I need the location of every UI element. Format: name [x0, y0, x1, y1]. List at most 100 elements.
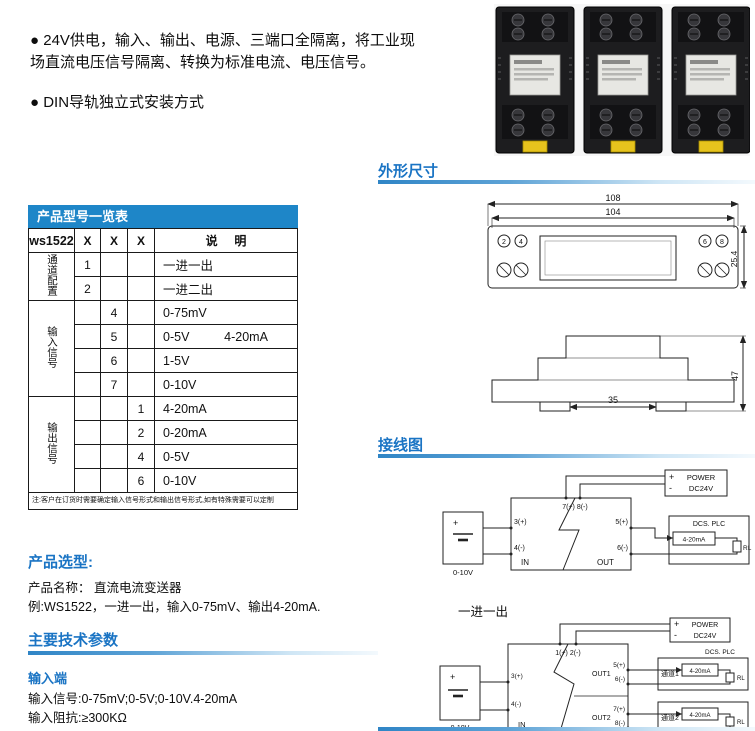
power-voltage: DC24V [689, 484, 713, 493]
signal-source-box [439, 665, 481, 721]
channel1-box [657, 657, 749, 691]
code-cell: 2 [74, 276, 101, 301]
wiring-heading: 接线图 [378, 437, 424, 454]
dcs-label: DCS. PLC [693, 521, 725, 528]
top-terminal-labels: 7(+) 8(-) [562, 504, 587, 511]
desc-header-cell: 说 明 [154, 228, 298, 253]
code-cell: 5 [100, 324, 128, 349]
isolator-box [510, 497, 632, 571]
out1-label: OUT1 [592, 671, 611, 678]
terminal-6: 6(-) [617, 545, 628, 552]
power-voltage: DC24V [694, 633, 717, 640]
rl-label: RL [743, 545, 752, 552]
empty-cell [127, 252, 155, 277]
din-module [671, 6, 750, 154]
model-header-cell: ws1522 [28, 228, 75, 253]
dim-height: 47 [730, 371, 740, 381]
wiring2-shapes [439, 617, 749, 731]
dim-top-view [487, 200, 748, 289]
isolation-barrier [553, 643, 575, 731]
model-table-title: 产品型号一览表 [28, 205, 298, 228]
diagram1-caption: 一进一出 [458, 605, 509, 619]
order-note: 注:客户在订货时需要确定输入信号形式和输出信号形式,如有特殊需要可以定制 [28, 492, 298, 510]
loop-label-1: 4-20mA [689, 669, 710, 675]
empty-cell [74, 396, 101, 421]
table-row: 6 0-10V [29, 468, 298, 493]
desc-cell: 4-20mA [154, 396, 298, 421]
empty-cell [74, 468, 101, 493]
wiring1-dots [509, 496, 673, 556]
loop-label-2: 4-20mA [689, 713, 710, 719]
code-cell: 1 [127, 396, 155, 421]
terminal-4: 4(-) [511, 701, 521, 708]
empty-cell [74, 372, 101, 397]
x2-header-cell: X [100, 228, 128, 253]
empty-cell [100, 444, 128, 469]
group-label-text: 输出信号 [46, 422, 58, 464]
group-label-output: 输出信号 [28, 396, 75, 493]
desc-cell: 0-20mA [154, 420, 298, 445]
table-row: 输入信号 4 0-75mV [28, 300, 298, 397]
empty-cell [74, 420, 101, 445]
desc-cell: 0-5V [154, 444, 298, 469]
power-label: POWER [692, 622, 718, 629]
input-section-heading: 输入端 [28, 671, 68, 686]
dim-depth: 25.4 [729, 250, 739, 267]
wiring-diagram-one-in-two-out: + - POWER DC24V 1(+) 2(-) 3(+) 4(-) 5(+)… [439, 617, 749, 731]
desc-cell: 一进一出 [154, 252, 298, 277]
terminal-number: 6 [703, 239, 707, 246]
bullet-feature: ● 24V供电，输入、输出、电源、三端口全隔离，将工业现场直流电压信号隔离、转换… [30, 32, 415, 71]
terminal-5: 5(+) [615, 519, 628, 526]
wiring1-labels: + - POWER DC24V 7(+) 8(-) 3(+) 4(-) 5(+)… [453, 472, 752, 577]
empty-cell [74, 348, 101, 373]
dim-rail-width: 35 [608, 395, 618, 405]
load-resistor [732, 540, 742, 553]
dimension-drawing: 108 104 2 4 6 8 25.4 35 47 [487, 193, 748, 412]
tech-heading: 主要技术参数 [28, 632, 119, 649]
power-minus: - [674, 630, 677, 640]
empty-cell [127, 348, 155, 373]
dim-labels: 108 104 2 4 6 8 25.4 35 47 [502, 193, 740, 405]
group-label-text: 通道配置 [46, 254, 58, 296]
rl-label-1: RL [737, 676, 745, 682]
empty-cell [100, 252, 128, 277]
group-label-input: 输入信号 [28, 300, 75, 397]
source-plus: + [450, 672, 455, 682]
empty-cell [100, 420, 128, 445]
model-table-grid: ws1522 X X X 说 明 通道配置 1 一进一出 2 [28, 228, 298, 510]
x1-header-cell: X [74, 228, 101, 253]
load-resistor-1 [725, 672, 735, 683]
in-label: IN [521, 558, 529, 567]
desc-cell: 0-5V 4-20mA [154, 324, 298, 349]
wiring1-shapes [442, 469, 750, 571]
channel2-box [657, 701, 749, 731]
wiring2-dots [506, 642, 682, 730]
in-label: IN [518, 720, 526, 729]
group-label-text: 输入信号 [46, 326, 58, 368]
product-photo [494, 4, 750, 156]
desc-cell: 0-10V [154, 468, 298, 493]
terminal-6: 6(-) [615, 676, 625, 683]
x3-header-cell: X [127, 228, 155, 253]
table-row: 4 0-5V [29, 444, 298, 469]
din-module [495, 6, 575, 154]
desc-cell: 1-5V [154, 348, 298, 373]
input-impedance-line: 输入阻抗:≥300KΩ [28, 711, 127, 725]
din-module [583, 6, 663, 154]
empty-cell [127, 276, 155, 301]
model-table-header-row: ws1522 X X X 说 明 [28, 228, 298, 253]
empty-cell [127, 324, 155, 349]
dcs-label: DCS. PLC [705, 649, 735, 656]
isolation-barrier [558, 497, 580, 571]
code-cell: 4 [100, 300, 128, 325]
dim-side-view [491, 335, 747, 412]
desc-cell: 0-10V [154, 372, 298, 397]
dimensions-heading-bar [378, 180, 755, 184]
out-label: OUT [597, 558, 614, 567]
terminal-number: 4 [519, 239, 523, 246]
signal-source-box [442, 511, 484, 565]
table-note-row: 注:客户在订货时需要确定输入信号形式和输出信号形式,如有特殊需要可以定制 [28, 492, 298, 510]
wiring2-labels: + - POWER DC24V 1(+) 2(-) 3(+) 4(-) 5(+)… [450, 619, 745, 731]
power-label: POWER [687, 473, 716, 482]
